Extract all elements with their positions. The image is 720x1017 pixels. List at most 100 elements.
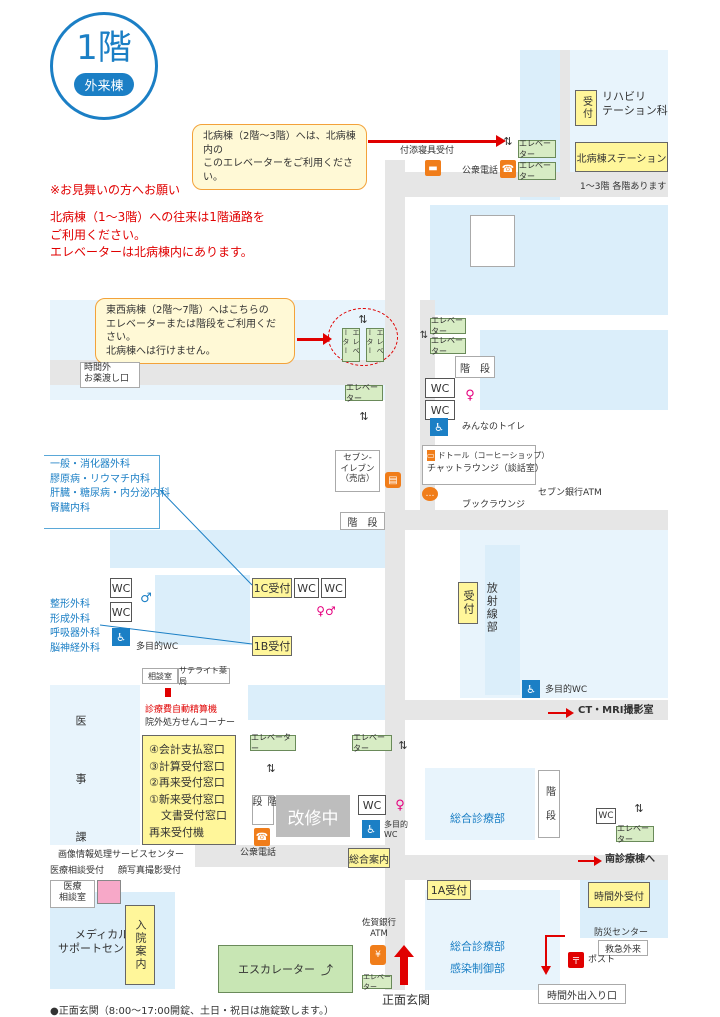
visitor-line: 北病棟（1〜3階）への往来は1階通路を xyxy=(50,210,265,225)
after-hours-reception-label: 時間外受付 xyxy=(594,891,644,903)
document-counter[interactable]: 文書受付窓口 xyxy=(161,809,227,822)
elevator-label: エレベーター xyxy=(431,316,463,336)
visitor-line: エレベーターは北病棟内にあります。 xyxy=(50,245,253,260)
visitor-heading: ※お見舞いの方へお願い xyxy=(50,183,181,197)
radiology-reception[interactable]: 受付 xyxy=(458,582,478,624)
info-desk[interactable]: 総合案内 xyxy=(348,848,390,868)
seven-atm-label: セブン銀行ATM xyxy=(538,488,602,498)
arrow-right-icon xyxy=(496,135,506,147)
phone-icon: ☎ xyxy=(500,160,516,178)
counter-4[interactable]: ④会計支払窓口 xyxy=(149,743,225,756)
medical-affairs-room xyxy=(50,685,140,845)
entrance-arrow-shaft xyxy=(400,955,408,985)
elevator-label: エレベーター xyxy=(617,824,649,844)
attendant-label: 付添寝具受付 xyxy=(400,146,455,156)
stairs-label: 階 段 xyxy=(543,786,555,822)
center-elevator[interactable]: エレベーター xyxy=(345,383,383,403)
wc-label: WC xyxy=(598,811,614,821)
note-arrow-line xyxy=(297,338,325,341)
wheelchair-icon: ♿ xyxy=(522,680,540,698)
stairs-label: 階 段 xyxy=(460,363,490,375)
dept-item: 肝臓・糖尿病・内分泌内科 xyxy=(50,488,170,499)
north-elevator-2[interactable]: エレベーター xyxy=(518,161,556,181)
reception-1c[interactable]: 1C受付 xyxy=(252,578,292,598)
floors-note: 1〜3階 各階あります xyxy=(580,182,667,192)
wc-label: WC xyxy=(362,798,382,812)
south-elevator[interactable]: エレベーター xyxy=(616,824,654,844)
wc-2[interactable]: WC xyxy=(425,400,455,420)
restroom-icon: ♀♂ xyxy=(316,604,336,618)
wc-1[interactable]: WC xyxy=(425,378,455,398)
visitor-line: ご利用ください。 xyxy=(50,227,147,242)
multi-wc-label: 多目的WC xyxy=(136,642,179,652)
east-elevator-1[interactable]: エレベーター xyxy=(430,316,466,336)
main-entrance-label[interactable]: 正面玄関 xyxy=(382,993,431,1007)
elevator-icon: ⇅ xyxy=(634,801,644,815)
east-stairs-2[interactable]: 階 段 xyxy=(538,770,560,838)
wc-7[interactable]: WC xyxy=(358,795,386,815)
elevator-label: エレベーター xyxy=(366,329,384,356)
elevator-label: エレベーター xyxy=(342,329,360,356)
wc-3[interactable]: WC xyxy=(110,578,132,598)
after-hours-reception[interactable]: 時間外受付 xyxy=(588,882,650,908)
window-counters: ④会計支払窓口 ③計算受付窓口 ②再来受付窓口 ①新来受付窓口 文書受付窓口 再… xyxy=(142,735,236,845)
hall-elevator-2[interactable]: エレベーター xyxy=(352,733,392,753)
hall-elevator-1[interactable]: エレベーター xyxy=(250,733,296,753)
wc-label: WC xyxy=(430,403,450,417)
doutor-label: ドトール（コーヒーショップ） xyxy=(437,450,550,460)
wc-6[interactable]: WC xyxy=(321,578,346,598)
restroom-icon: ♀ xyxy=(395,797,405,813)
wc-8[interactable]: WC xyxy=(596,808,616,824)
medical-consult-reception-label: 医療相談受付 xyxy=(50,866,105,876)
photo-booth xyxy=(97,880,121,904)
escalator[interactable]: エスカレーター ⤴ xyxy=(218,945,353,993)
pointer-line-1b xyxy=(100,624,253,645)
reception-1b[interactable]: 1B受付 xyxy=(252,636,292,656)
elevator-icon: ⇅ xyxy=(419,329,429,341)
east-stairs[interactable]: 階 段 xyxy=(455,356,495,378)
after-hours-entrance[interactable]: 時間外出入り口 xyxy=(538,984,626,1004)
counter-2[interactable]: ②再来受付窓口 xyxy=(149,776,225,789)
reception-1b-label: 1B受付 xyxy=(253,640,291,653)
dept-item: 脳神経外科 xyxy=(50,642,100,654)
wc-label: WC xyxy=(297,581,316,595)
arrow-right-icon xyxy=(594,856,602,866)
seven-eleven[interactable]: セブン- イレブン （売店） xyxy=(335,450,380,492)
note-line: 北病棟（2階〜3階）へは、北病棟内の xyxy=(203,131,356,156)
wc-5[interactable]: WC xyxy=(294,578,319,598)
south-ward-label[interactable]: 南診療棟へ xyxy=(605,854,655,865)
footer-note: ●正面玄関（8:00〜17:00開錠、土日・祝日は施錠致します。） xyxy=(50,1006,334,1017)
arrow-line xyxy=(545,935,547,969)
east-elevator-2[interactable]: エレベーター xyxy=(430,336,466,356)
center-stairs[interactable]: 階 段 xyxy=(340,512,385,530)
north-ward-note: 北病棟（2階〜3階）へは、北病棟内の このエレベーターをご利用ください。 xyxy=(192,124,367,190)
wc-label: WC xyxy=(430,381,450,395)
renovation-area: 改修中 xyxy=(276,795,350,837)
reception-1a[interactable]: 1A受付 xyxy=(427,880,471,900)
rehab-label: リハビリ テーション科 xyxy=(602,90,668,118)
wc-4[interactable]: WC xyxy=(110,602,132,622)
revisit-machine[interactable]: 再来受付機 xyxy=(149,825,204,839)
pointer-line-1c xyxy=(160,490,253,586)
infection-control-room xyxy=(425,890,560,990)
hall-stairs[interactable]: 階 段 xyxy=(250,795,276,825)
ct-mri-label[interactable]: CT・MRI撮影室 xyxy=(578,705,654,716)
entrance-elevator[interactable]: エレベーター xyxy=(362,973,392,991)
counter-3[interactable]: ③計算受付窓口 xyxy=(149,759,225,773)
north-elevator-1[interactable]: エレベーター xyxy=(518,139,556,159)
ew-elevator-2[interactable]: エレベーター xyxy=(366,328,384,362)
payment-machine-marker xyxy=(165,688,171,697)
outside-rx-label: 院外処方せんコーナー xyxy=(145,718,236,728)
rehab-reception-label: 受付 xyxy=(580,96,592,120)
arrow-up-icon xyxy=(394,945,414,957)
chat-lounge-label: チャットラウンジ（談話室） xyxy=(427,464,544,474)
central-hall-top xyxy=(248,685,388,720)
general-dept-room xyxy=(425,768,535,840)
stairs-label: 階 段 xyxy=(347,517,378,529)
ew-elevator-1[interactable]: エレベーター xyxy=(342,328,360,362)
counter-1[interactable]: ①新来受付窓口 xyxy=(149,792,225,806)
book-lounge-label: ブックラウンジ xyxy=(462,500,526,510)
bed-icon: ▬ xyxy=(425,160,441,176)
admission-desk[interactable]: 入院案内 xyxy=(125,905,155,985)
elevator-icon: ⇅ xyxy=(359,409,369,423)
